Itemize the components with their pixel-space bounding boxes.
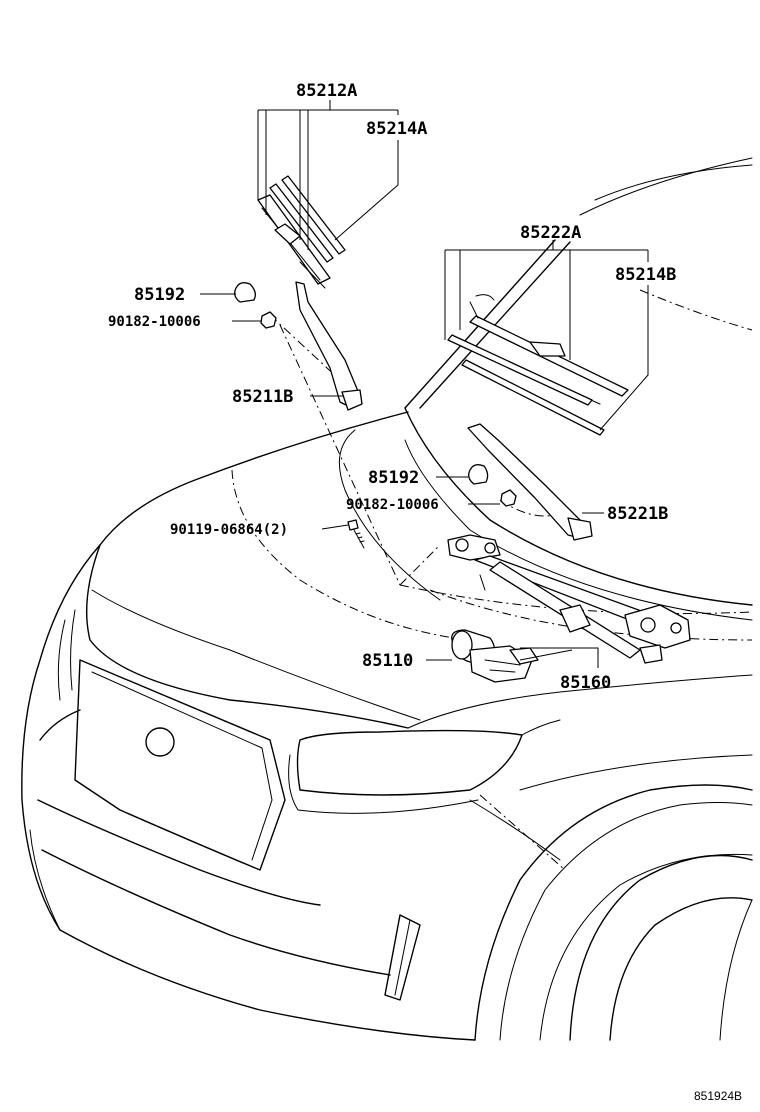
label-bolt[interactable]: 90119-06864(2): [170, 522, 288, 538]
label-blade-set-b[interactable]: 85222A: [520, 223, 581, 243]
diagram-code: 851924B: [694, 1089, 742, 1103]
leader-lines: [200, 100, 649, 668]
arm-right[interactable]: [467, 423, 593, 541]
label-blade-rubber-b[interactable]: 85214B: [615, 265, 676, 285]
arm-left[interactable]: [295, 281, 363, 411]
label-link[interactable]: 85160: [560, 673, 611, 693]
label-cap-left[interactable]: 85192: [134, 285, 185, 305]
cap-left[interactable]: [234, 282, 256, 303]
vehicle-body: [21, 157, 753, 1041]
label-motor[interactable]: 85110: [362, 651, 413, 671]
nut-right[interactable]: [500, 489, 517, 507]
cap-right[interactable]: [468, 464, 489, 485]
part-labels: 85212A 85214A 85192 90182-10006 85211B 8…: [108, 81, 742, 1103]
bolt[interactable]: [347, 519, 365, 549]
nut-left[interactable]: [260, 311, 277, 329]
label-blade-set-a[interactable]: 85212A: [296, 81, 357, 101]
blade-rubber-b[interactable]: [447, 334, 605, 436]
label-cap-right[interactable]: 85192: [368, 468, 419, 488]
wiper-motor[interactable]: [451, 629, 539, 683]
label-nut-left[interactable]: 90182-10006: [108, 314, 201, 330]
label-nut-right[interactable]: 90182-10006: [346, 497, 439, 513]
label-arm-left[interactable]: 85211B: [232, 387, 293, 407]
wiper-link-assembly[interactable]: [447, 534, 691, 664]
label-arm-right[interactable]: 85221B: [607, 504, 668, 524]
label-blade-rubber-a[interactable]: 85214A: [366, 119, 427, 139]
